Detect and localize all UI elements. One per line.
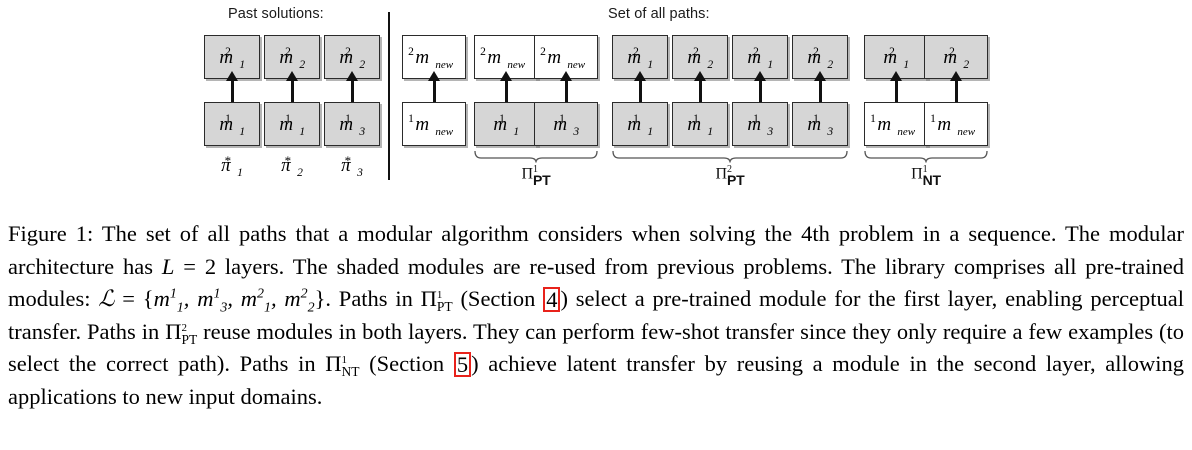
path-label-pi-2: π*2 [281,153,303,179]
module-box-bottom: m11 [264,102,320,146]
path-label-pi-1: π*1 [221,153,243,179]
module-box-top: m22 [324,35,380,79]
arrow-up-icon [950,71,962,102]
caption-symbol-L: L [161,253,175,279]
module-box-bottom: m13 [534,102,598,146]
arrow-up-icon [346,71,358,102]
arrow-up-icon [500,71,512,102]
brace-pi-pt-1 [474,150,598,163]
caption-symbol-library: ℒ [98,286,115,311]
module-box-bottom: m13 [732,102,788,146]
arrow-up-icon [754,71,766,102]
caption-text-2: = 2 layers. The shaded modules are re-us… [8,253,1184,312]
brace-pi-pt-2 [612,150,848,163]
module-box-top: m22 [672,35,728,79]
path-label-pi-3: π*3 [341,153,363,179]
arrow-up-icon [890,71,902,102]
module-box-bottom: m1new [864,102,928,146]
caption-library-close: }. Paths in [314,286,421,311]
figure-caption: Figure 1: The set of all paths that a mo… [8,218,1184,413]
arrow-up-icon [560,71,572,102]
caption-text-1: The set of all paths that a modular algo… [8,221,1184,279]
caption-text-7: ) achieve latent transfer by reusing a m… [8,351,1184,409]
section-ref-5-highlight[interactable]: 5 [453,352,472,378]
caption-library-items: m11, m13, m21, m22 [153,286,315,316]
arrow-up-icon [226,71,238,102]
vertical-divider [388,12,390,180]
set-of-all-paths-header: Set of all paths: [608,6,710,22]
caption-text-6: (Section [359,351,454,376]
module-box-bottom: m1new [402,102,466,146]
arrow-up-icon [286,71,298,102]
arrow-up-icon [634,71,646,102]
caption-library-eq: = { [114,286,154,311]
module-box-bottom: m11 [672,102,728,146]
past-solutions-header: Past solutions: [228,6,324,22]
figure-diagram: Past solutions: Set of all paths: m21 m1… [0,0,1192,205]
module-box-bottom: m13 [792,102,848,146]
module-box-bottom: m11 [204,102,260,146]
module-box-bottom: m13 [324,102,380,146]
caption-text-3: (Section [452,286,544,311]
arrow-up-icon [428,71,440,102]
caption-figure-number: Figure 1: [8,221,94,246]
module-box-top: m22 [264,35,320,79]
caption-text-5: reuse modules in both layers. They can p… [8,318,1185,377]
module-box-top: m2new [474,35,538,79]
module-box-bottom: m11 [612,102,668,146]
module-box-bottom: m1new [924,102,988,146]
caption-text-4: ) select a pre-trained module for the fi… [8,286,1185,344]
brace-pi-nt-1 [864,150,988,163]
arrow-up-icon [814,71,826,102]
arrow-up-icon [694,71,706,102]
section-ref-4-highlight[interactable]: 4 [543,287,561,313]
module-box-bottom: m11 [474,102,538,146]
